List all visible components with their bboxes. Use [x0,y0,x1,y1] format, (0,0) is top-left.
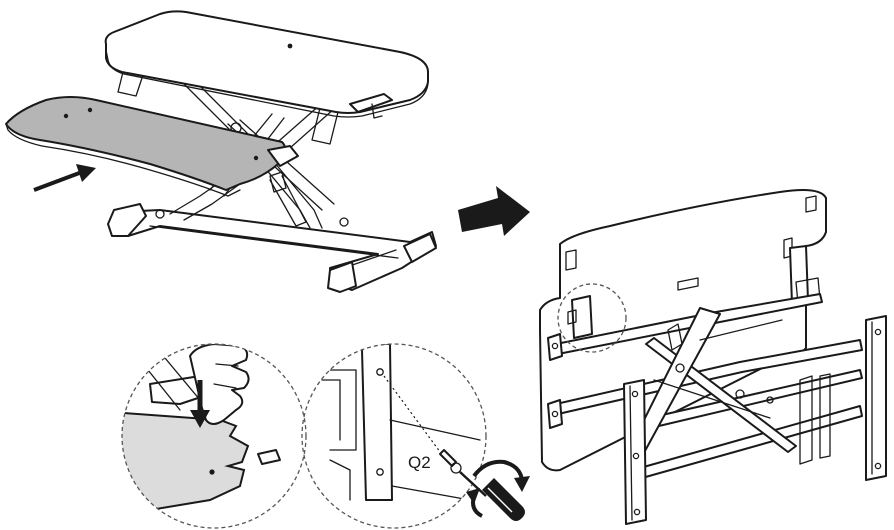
rotate-arrow-icon [466,459,530,518]
screw-label: Q2 [408,453,431,472]
push-arrow-icon [33,164,96,192]
underside-assembly-illustration [539,189,887,525]
detail-screw-q2 [301,343,487,529]
detail-highlight-circle [557,283,627,353]
screwdriver-icon [459,471,525,521]
detail-press-tray [121,343,307,529]
desk-riser-illustration [5,10,437,293]
press-down-arrow-icon [190,380,210,428]
next-step-arrow-icon [458,186,530,236]
